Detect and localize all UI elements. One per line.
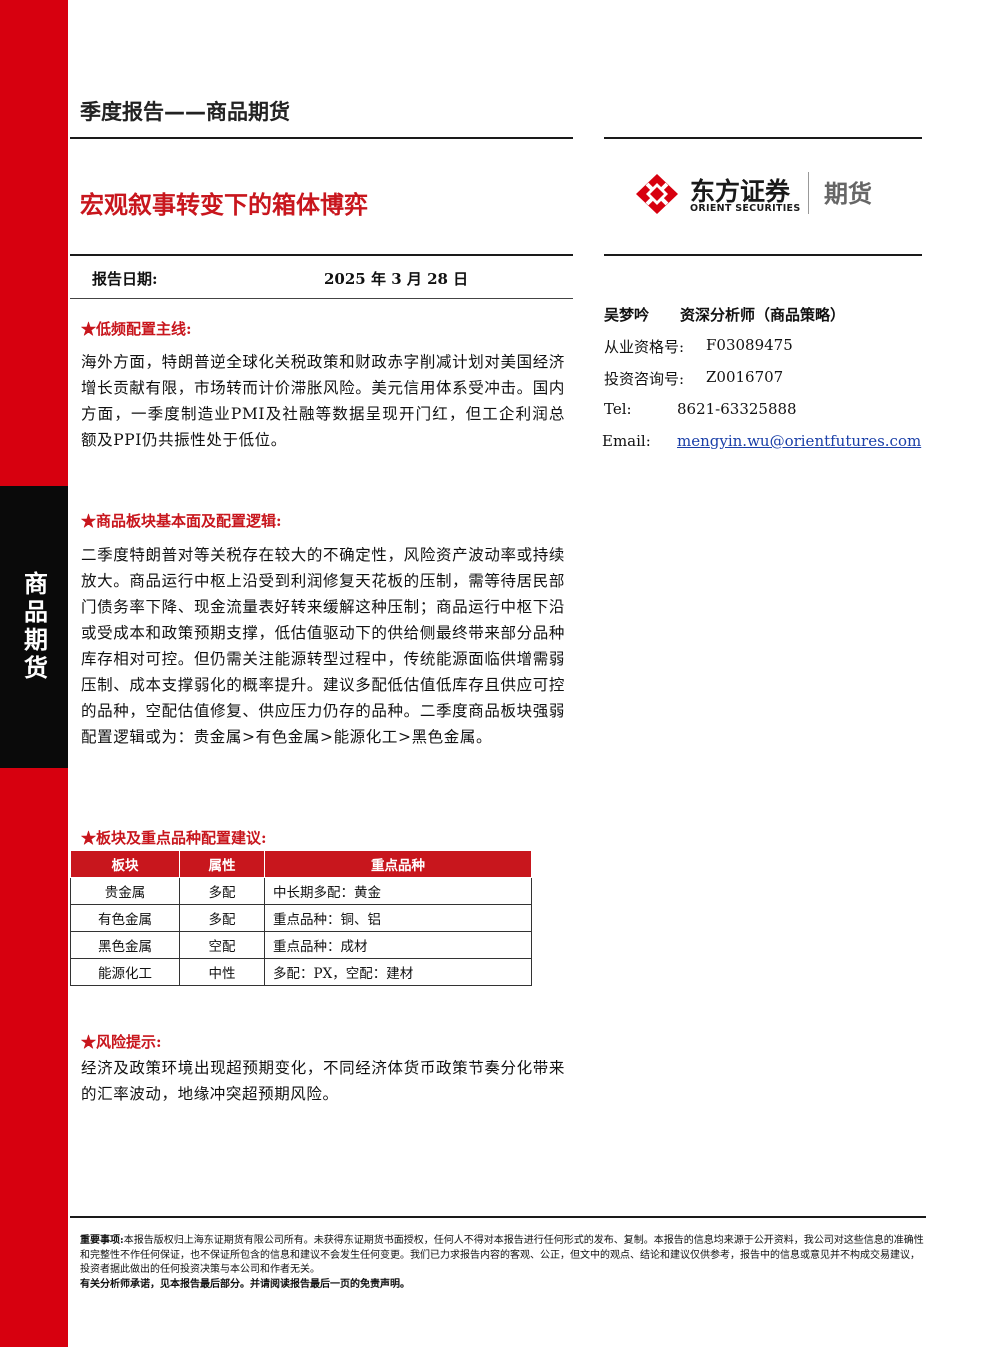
- orient-logo-icon: [634, 172, 680, 216]
- header-rule-right: [604, 137, 922, 139]
- section-risk-heading: ★风险提示:: [81, 1033, 162, 1051]
- star-icon: ★: [81, 512, 97, 530]
- section-fundamentals-heading: ★商品板块基本面及配置逻辑:: [81, 512, 282, 530]
- cell-stance: 多配: [179, 877, 265, 905]
- cell-stance: 多配: [179, 904, 265, 932]
- analyst-name: 吴梦吟: [604, 306, 650, 324]
- report-title: 宏观叙事转变下的箱体博弈: [80, 191, 368, 219]
- col-sector: 板块: [70, 850, 180, 878]
- disclaimer-text: 本报告版权归上海东证期货有限公司所有。未获得东证期货书面授权，任何人不得对本报告…: [80, 1235, 924, 1275]
- section-low-freq-body: 海外方面，特朗普逆全球化关税政策和财政赤字削减计划对美国经济增长贡献有限，市场转…: [81, 353, 565, 449]
- cell-products: 重点品种：成材: [264, 931, 532, 959]
- license-value: F03089475: [706, 336, 793, 354]
- report-type: 季度报告——商品期货: [80, 100, 290, 124]
- cell-stance: 中性: [179, 958, 265, 986]
- table-row: 贵金属 多配 中长期多配：黄金: [70, 877, 532, 905]
- table-header-row: 板块 属性 重点品种: [70, 850, 532, 878]
- section-fundamentals-body: 二季度特朗普对等关税存在较大的不确定性，风险资产波动率或持续放大。商品运行中枢上…: [81, 546, 565, 746]
- allocation-table: 板块 属性 重点品种 贵金属 多配 中长期多配：黄金 有色金属 多配 重点品种：…: [70, 850, 532, 986]
- table-row: 有色金属 多配 重点品种：铜、铝: [70, 904, 532, 932]
- cell-products: 中长期多配：黄金: [264, 877, 532, 905]
- date-rule-bottom: [70, 298, 573, 299]
- star-icon: ★: [81, 1033, 97, 1051]
- disclaimer: 重要事项:本报告版权归上海东证期货有限公司所有。未获得东证期货书面授权，任何人不…: [80, 1234, 926, 1292]
- star-icon: ★: [81, 829, 97, 847]
- tel-value: 8621-63325888: [677, 400, 797, 418]
- table-row: 能源化工 中性 多配：PX，空配：建材: [70, 958, 532, 986]
- tel-label: Tel:: [604, 400, 632, 418]
- cell-stance: 空配: [179, 931, 265, 959]
- consult-label: 投资咨询号:: [604, 370, 685, 388]
- cell-products: 多配：PX，空配：建材: [264, 958, 532, 986]
- cell-sector: 有色金属: [70, 904, 180, 932]
- date-label: 报告日期:: [92, 270, 158, 288]
- section-low-freq-heading: ★低频配置主线:: [81, 320, 192, 338]
- table-row: 黑色金属 空配 重点品种：成材: [70, 931, 532, 959]
- date-rule-top: [70, 254, 573, 256]
- disclaimer-label: 重要事项:: [80, 1235, 124, 1246]
- side-category-label: 商品期货: [19, 571, 48, 683]
- header-rule-left: [70, 137, 573, 139]
- brand-name-cn: 东方证券: [690, 177, 791, 206]
- cell-products: 重点品种：铜、铝: [264, 904, 532, 932]
- cell-sector: 能源化工: [70, 958, 180, 986]
- disclaimer-footer: 有关分析师承诺，见本报告最后部分。并请阅读报告最后一页的免责声明。: [80, 1278, 410, 1290]
- side-category-tab: [0, 486, 68, 768]
- consult-value: Z0016707: [706, 368, 784, 386]
- section-allocation-heading: ★板块及重点品种配置建议:: [81, 829, 267, 847]
- cell-sector: 贵金属: [70, 877, 180, 905]
- col-key-products: 重点品种: [264, 850, 532, 878]
- footer-rule: [70, 1216, 926, 1218]
- star-icon: ★: [81, 320, 97, 338]
- report-date: 2025 年 3 月 28 日: [324, 270, 469, 288]
- brand-separator: [808, 172, 809, 214]
- analyst-rule-top: [604, 254, 922, 256]
- brand-name-en: ORIENT SECURITIES: [690, 203, 801, 214]
- section-risk-body: 经济及政策环境出现超预期变化，不同经济体货币政策节奏分化带来的汇率波动，地缘冲突…: [81, 1059, 565, 1103]
- brand-division: 期货: [824, 180, 872, 208]
- analyst-title: 资深分析师（商品策略）: [680, 306, 846, 324]
- license-label: 从业资格号:: [604, 338, 685, 356]
- cell-sector: 黑色金属: [70, 931, 180, 959]
- email-label: Email:: [602, 432, 651, 450]
- email-link[interactable]: mengyin.wu@orientfutures.com: [677, 432, 922, 450]
- col-stance: 属性: [179, 850, 265, 878]
